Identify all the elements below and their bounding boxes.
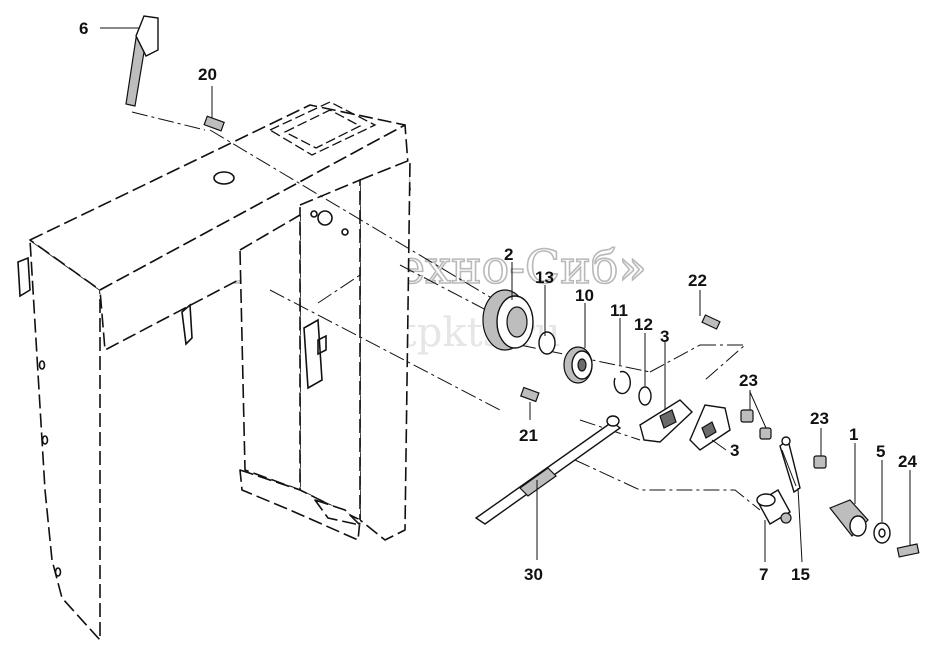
callout-11: 11 xyxy=(610,301,628,320)
frame-housing xyxy=(17,101,411,641)
part-1-fitting xyxy=(829,499,869,537)
callout-5: 5 xyxy=(876,442,885,461)
part-21-bolt xyxy=(520,386,540,403)
part-3-plate-b xyxy=(689,404,731,451)
callout-3a: 3 xyxy=(660,327,669,346)
part-10-bearing xyxy=(563,346,593,384)
part-5-washer xyxy=(873,522,891,544)
callout-2: 2 xyxy=(504,245,513,264)
callout-6: 6 xyxy=(79,19,88,38)
callout-21: 21 xyxy=(519,426,538,445)
callout-22: 22 xyxy=(688,271,707,290)
callout-15: 15 xyxy=(791,565,810,584)
part-20-bolt xyxy=(203,115,225,132)
callout-3b: 3 xyxy=(730,441,739,460)
callout-10: 10 xyxy=(575,286,594,305)
callouts: 6 20 2 13 10 11 12 3 3 22 23 23 1 5 24 2… xyxy=(79,19,917,584)
part-6-lever xyxy=(125,15,159,107)
callout-12: 12 xyxy=(634,315,653,334)
callout-24: 24 xyxy=(898,452,917,471)
part-15-spring xyxy=(779,436,801,494)
part-24-bolt xyxy=(896,543,920,558)
part-12-ring xyxy=(638,386,652,406)
part-2-seal xyxy=(482,289,534,351)
part-11-ring xyxy=(613,370,631,395)
part-3-plate-a xyxy=(639,399,694,443)
callout-7: 7 xyxy=(759,565,768,584)
callout-30: 30 xyxy=(524,565,543,584)
callout-13: 13 xyxy=(535,268,554,287)
callout-20: 20 xyxy=(198,65,217,84)
part-30-rod xyxy=(474,415,622,525)
callout-1: 1 xyxy=(849,425,858,444)
part-22-screw xyxy=(701,314,721,330)
part-23-nuts xyxy=(740,409,827,469)
part-7-pin xyxy=(756,489,792,525)
part-13-ring xyxy=(538,331,556,355)
callout-23a: 23 xyxy=(739,371,758,390)
callout-23b: 23 xyxy=(810,409,829,428)
leader-lines xyxy=(100,27,911,563)
